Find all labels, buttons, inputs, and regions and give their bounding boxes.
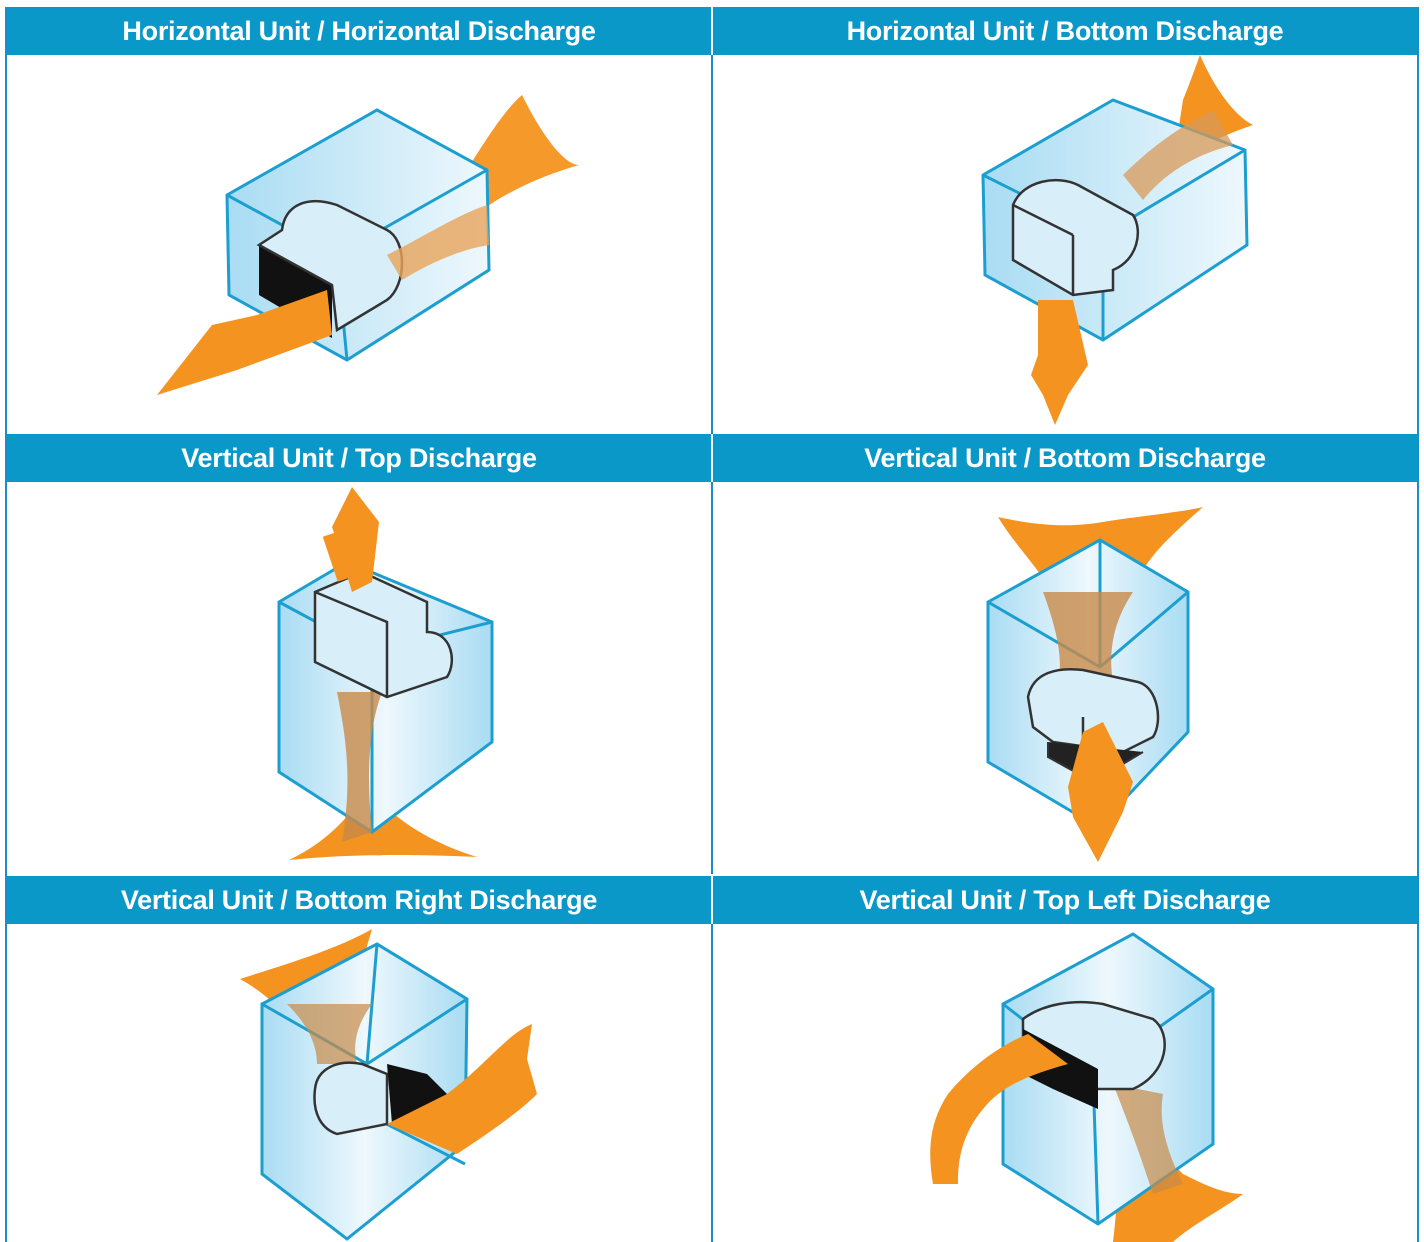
panel-title-vertical-top: Vertical Unit / Top Discharge xyxy=(7,434,711,482)
panel-divider xyxy=(711,482,713,874)
diagram-horizontal-bottom xyxy=(713,55,1417,434)
diagram-horizontal-horizontal xyxy=(7,55,711,434)
panel-title-horizontal-bottom: Horizontal Unit / Bottom Discharge xyxy=(713,7,1417,55)
diagram-vertical-top xyxy=(7,482,711,874)
diagram-vertical-bottom xyxy=(713,482,1417,874)
diagram-frame xyxy=(5,7,1419,1242)
panel-title-vertical-top-left: Vertical Unit / Top Left Discharge xyxy=(713,876,1417,924)
panel-divider xyxy=(711,55,713,434)
panel-divider xyxy=(711,924,713,1242)
panel-title-vertical-bottom-right: Vertical Unit / Bottom Right Discharge xyxy=(7,876,711,924)
diagram-vertical-top-left xyxy=(713,924,1417,1242)
panel-title-vertical-bottom: Vertical Unit / Bottom Discharge xyxy=(713,434,1417,482)
panel-title-horizontal-horizontal: Horizontal Unit / Horizontal Discharge xyxy=(7,7,711,55)
diagram-vertical-bottom-right xyxy=(7,924,711,1242)
